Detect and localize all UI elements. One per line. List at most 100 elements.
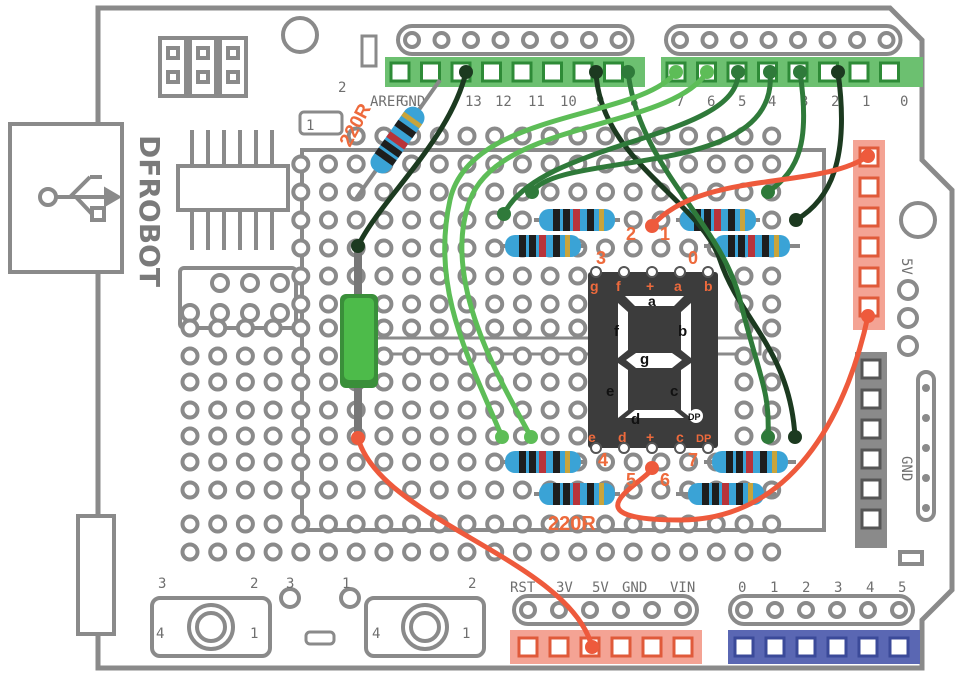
gnd-header-pad bbox=[860, 448, 882, 470]
display-pin bbox=[618, 442, 630, 454]
breadboard-hole bbox=[208, 514, 228, 534]
breadboard-hole bbox=[596, 514, 615, 534]
breadboard-hole bbox=[485, 514, 505, 534]
num-3: 3 bbox=[596, 248, 606, 268]
breadboard-hole bbox=[762, 210, 782, 230]
breadboard-hole bbox=[291, 400, 311, 420]
btn2-pin1: 1 bbox=[342, 576, 350, 592]
display-pin bbox=[702, 442, 714, 454]
display-bottom-pin-label: c bbox=[676, 429, 684, 445]
ic-chip-body bbox=[180, 168, 286, 208]
breadboard-hole bbox=[540, 514, 560, 534]
breadboard-hole bbox=[402, 266, 422, 286]
digital-pin-label: AREF bbox=[370, 94, 404, 110]
jumper-wire bbox=[615, 313, 871, 523]
side-pin bbox=[922, 474, 930, 482]
segment-e bbox=[618, 363, 628, 418]
breadboard-hole bbox=[319, 182, 338, 202]
breadboard-hole bbox=[263, 346, 283, 366]
resistor-band bbox=[529, 235, 536, 257]
breadboard-hole bbox=[623, 542, 643, 562]
wire-end bbox=[669, 65, 683, 79]
breadboard-hole bbox=[568, 182, 588, 202]
resistor-band bbox=[553, 483, 560, 505]
resistor bbox=[704, 451, 796, 473]
header-hole bbox=[890, 601, 908, 619]
header-hole bbox=[848, 31, 866, 49]
header-hole bbox=[735, 601, 753, 619]
breadboard-hole bbox=[429, 318, 449, 338]
display-bottom-pin-label: + bbox=[646, 429, 654, 445]
digital-pin-label: 10 bbox=[560, 94, 577, 110]
breadboard-hole bbox=[623, 238, 643, 258]
num-5: 5 bbox=[626, 470, 636, 490]
breadboard-hole bbox=[429, 372, 449, 392]
breadboard-hole bbox=[291, 372, 311, 392]
right-header-pad bbox=[858, 236, 880, 258]
label-gnd: GND bbox=[898, 456, 914, 481]
breadboard-hole bbox=[235, 346, 255, 366]
breadboard-hole bbox=[429, 452, 449, 472]
display-pin bbox=[618, 266, 630, 278]
resistor-band bbox=[401, 111, 423, 129]
digital-pin-label: 5 bbox=[738, 94, 746, 110]
jumper-capacitor bbox=[340, 246, 378, 440]
breadboard-hole bbox=[540, 294, 560, 314]
header-hole bbox=[671, 31, 689, 49]
resistor-band bbox=[599, 209, 604, 231]
display-pin bbox=[646, 266, 658, 278]
breadboard-hole bbox=[402, 514, 422, 534]
mount-hole-top bbox=[281, 16, 319, 54]
segment-a bbox=[625, 296, 684, 306]
breadboard-hole bbox=[568, 542, 588, 562]
gnd-header-pad bbox=[860, 388, 882, 410]
header-pad bbox=[641, 636, 663, 658]
analog-pin-label: 2 bbox=[802, 580, 810, 596]
header-pad bbox=[389, 61, 411, 83]
breadboard-hole bbox=[235, 426, 255, 446]
breadboard-hole bbox=[208, 452, 228, 472]
breadboard-hole bbox=[180, 400, 200, 420]
breadboard-hole bbox=[568, 514, 588, 534]
wire-end bbox=[497, 207, 511, 221]
resistor-band bbox=[394, 119, 417, 139]
breadboard-hole bbox=[263, 426, 283, 446]
header-pad bbox=[857, 636, 879, 658]
resistor-band bbox=[762, 235, 769, 257]
wire-end bbox=[351, 239, 365, 253]
breadboard-hole bbox=[429, 426, 449, 446]
right-header-pad bbox=[858, 176, 880, 198]
breadboard-hole bbox=[429, 154, 449, 174]
breadboard-hole bbox=[374, 238, 394, 258]
breadboard-hole bbox=[540, 372, 560, 392]
header-pad bbox=[848, 61, 870, 83]
breadboard-hole bbox=[512, 318, 532, 338]
breadboard-hole bbox=[208, 542, 228, 562]
digital-pin-label: 12 bbox=[495, 94, 512, 110]
header-hole bbox=[700, 31, 719, 49]
breadboard-hole bbox=[263, 452, 283, 472]
breadboard-hole bbox=[263, 372, 283, 392]
breadboard-hole bbox=[762, 318, 782, 338]
breadboard-hole bbox=[429, 294, 449, 314]
breadboard-hole bbox=[596, 182, 615, 202]
breadboard-hole bbox=[512, 210, 532, 230]
header-pad bbox=[795, 636, 817, 658]
resistor-body bbox=[688, 483, 764, 505]
breadboard-hole bbox=[568, 266, 588, 286]
breadboard-hole bbox=[180, 346, 200, 366]
resistor bbox=[353, 78, 442, 202]
breadboard-hole bbox=[679, 238, 699, 258]
breadboard-hole bbox=[208, 318, 228, 338]
seg-label-g: g bbox=[640, 351, 649, 368]
jumper-wire bbox=[442, 69, 679, 440]
breadboard-hole bbox=[319, 480, 338, 500]
breadboard-hole bbox=[623, 182, 643, 202]
breadboard-hole bbox=[429, 400, 449, 420]
header-hole bbox=[462, 31, 480, 49]
resistor-label-bottom: 220R bbox=[548, 513, 596, 535]
breadboard-hole bbox=[679, 154, 699, 174]
breadboard-hole bbox=[374, 514, 394, 534]
breadboard-hole bbox=[540, 318, 560, 338]
resistor-body bbox=[370, 106, 425, 174]
